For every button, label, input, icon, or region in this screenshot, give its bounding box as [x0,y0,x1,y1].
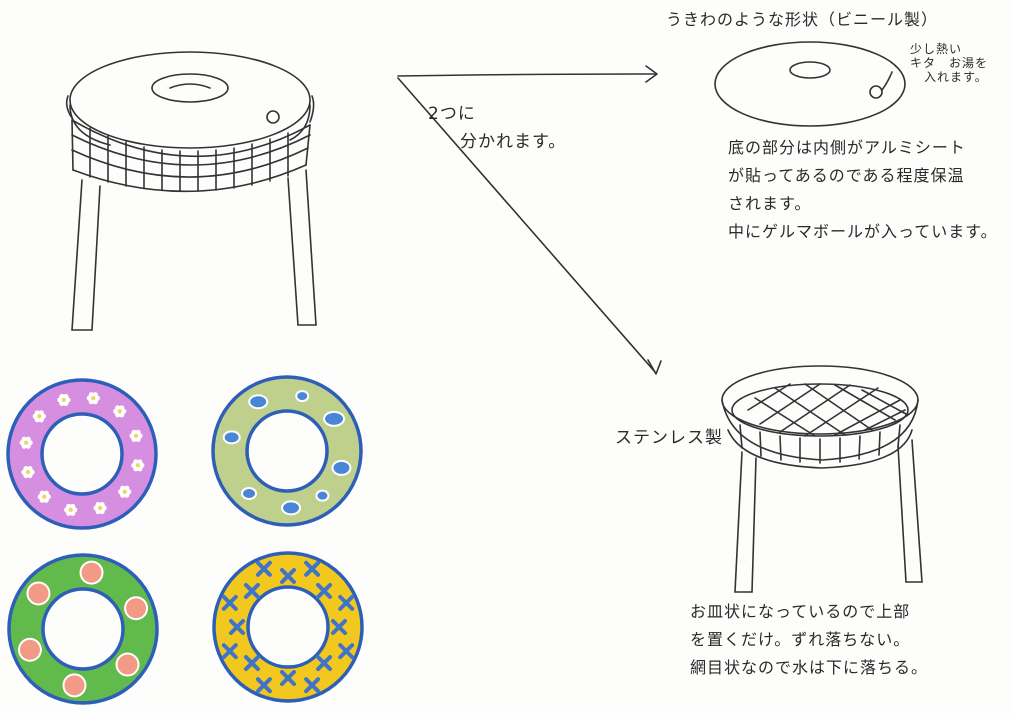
description-line: 底の部分は内側がアルミシート [728,138,966,157]
basket-drawing [721,365,923,593]
split-note: 2つに 分かれます。 [428,100,566,156]
basket-description: お皿状になっているので上部 を置くだけ。ずれ落ちない。 網目状なので水は下に落ち… [690,598,928,682]
yellow-cross-ring-icon [212,551,364,703]
cushion-drawing [714,41,906,127]
side-note-line: 少し熱い [910,42,963,56]
description-line: を置くだけ。ずれ落ちない。 [690,630,911,649]
description-line: 網目状なので水は下に落ちる。 [690,658,929,677]
description-line: されます。 [728,194,812,213]
split-note-line: 分かれます。 [460,132,567,152]
split-note-line: 2つに [428,104,476,124]
split-arrows [397,65,662,375]
full-stool-drawing [65,51,317,331]
basket-title: ステンレス製 [615,428,723,448]
cushion-description: 底の部分は内側がアルミシート が貼ってあるのである程度保温 されます。 中にゲル… [728,134,998,246]
pink-flower-ring-icon [6,378,158,530]
green-dot-ring-icon [7,553,159,705]
cushion-side-note: 少し熱い キタ お湯を 入れます。 [910,42,988,84]
description-line: 中にゲルマボールが入っています。 [728,222,998,241]
cushion-title: うきわのような形状（ビニール製） [666,10,939,29]
side-note-line: キタ お湯を [910,56,989,70]
olive-dot-ring-icon [211,375,363,527]
description-line: が貼ってあるのである程度保温 [728,166,965,185]
side-note-line: 入れます。 [924,70,988,84]
description-line: お皿状になっているので上部 [690,602,911,621]
